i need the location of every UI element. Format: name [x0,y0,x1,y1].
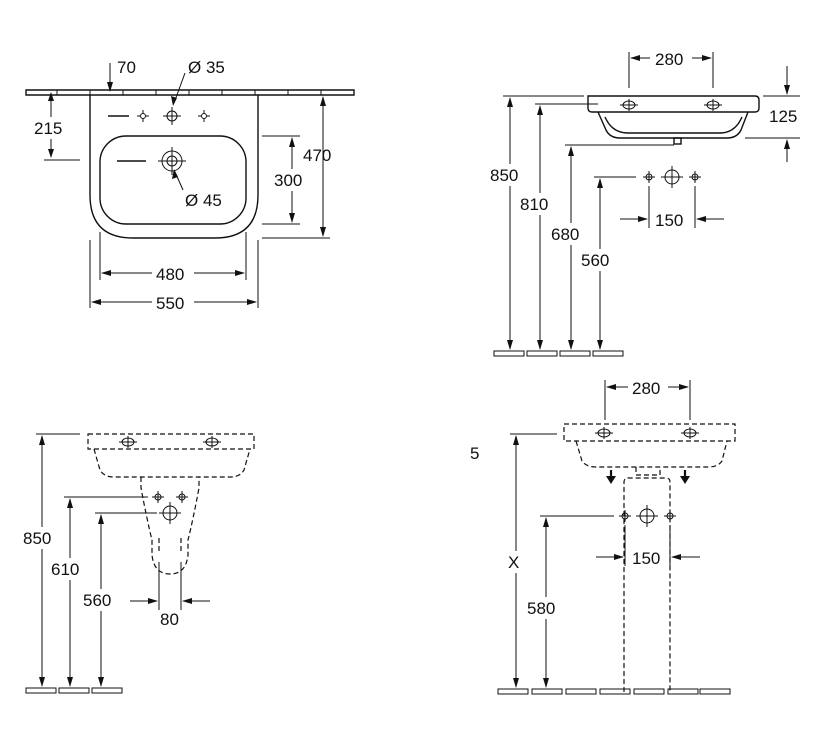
dim-215-label: 215 [34,119,62,138]
tap-hole-icon [680,426,700,440]
tap-hole-icon [202,435,222,449]
basin-body [597,111,749,139]
dim-300-label: 300 [274,171,302,190]
supply-connection-icon [642,170,656,184]
dim-550-label: 550 [156,294,184,313]
floor [493,350,624,357]
pedestal-column-outline [623,477,671,692]
tap-hole-icon [619,98,639,112]
bowl-outline [99,135,247,225]
tap-hole-icon [118,435,138,449]
dim-5-label: 5 [470,444,479,463]
basin-outline [89,95,259,239]
floor [25,687,123,694]
down-arrow-icon [680,470,690,484]
dim-125-label: 125 [769,107,797,126]
supply-connection-icon [688,170,702,184]
dim-480-label: 480 [156,265,184,284]
drain-icon [158,147,186,175]
dim-610-label: 610 [51,560,79,579]
dim-560-label: 560 [83,591,111,610]
dim-280-label: 280 [632,379,660,398]
dim-470-label: 470 [303,146,331,165]
floor [497,688,731,695]
dim-d45-label: Ø 45 [185,191,222,210]
dim-850-label: 850 [23,529,51,548]
dim-d35-label: Ø 35 [188,58,225,77]
supply-connection-icon [618,509,632,523]
dim-150-label: 150 [655,211,683,230]
tap-hole-icon [162,106,182,126]
down-arrow-icon [606,470,616,484]
waste-connection-icon [660,165,684,189]
dim-70-label: 70 [117,58,136,77]
tap-hole-icon [703,98,723,112]
dim-850-label: 850 [490,166,518,185]
top-view: 70 Ø 35 215 470 300 Ø 45 [25,58,355,313]
dim-810-label: 810 [520,195,548,214]
supply-connection-icon [175,490,189,504]
wall-strip [25,89,355,96]
dim-560-label: 560 [581,251,609,270]
semi-pedestal-view: 850 610 560 80 [22,433,255,694]
tap-hole-icon [197,109,211,123]
wall-hung-view: 280 125 850 810 [489,50,800,357]
full-pedestal-view: 280 5 [470,379,736,695]
dim-580-label: 580 [527,599,555,618]
dim-x-label: X [508,553,519,572]
dim-150-label: 150 [632,549,660,568]
dim-80-label: 80 [160,610,179,629]
semi-pedestal-outline [140,477,200,575]
supply-connection-icon [151,490,165,504]
waste-connection-icon [635,504,659,528]
supply-connection-icon [663,509,677,523]
tap-hole-icon [594,426,614,440]
basin-rim [587,95,760,113]
dim-680-label: 680 [551,225,579,244]
dim-280-label: 280 [655,50,683,69]
tap-hole-icon [136,109,150,123]
waste-connection-icon [158,501,182,525]
